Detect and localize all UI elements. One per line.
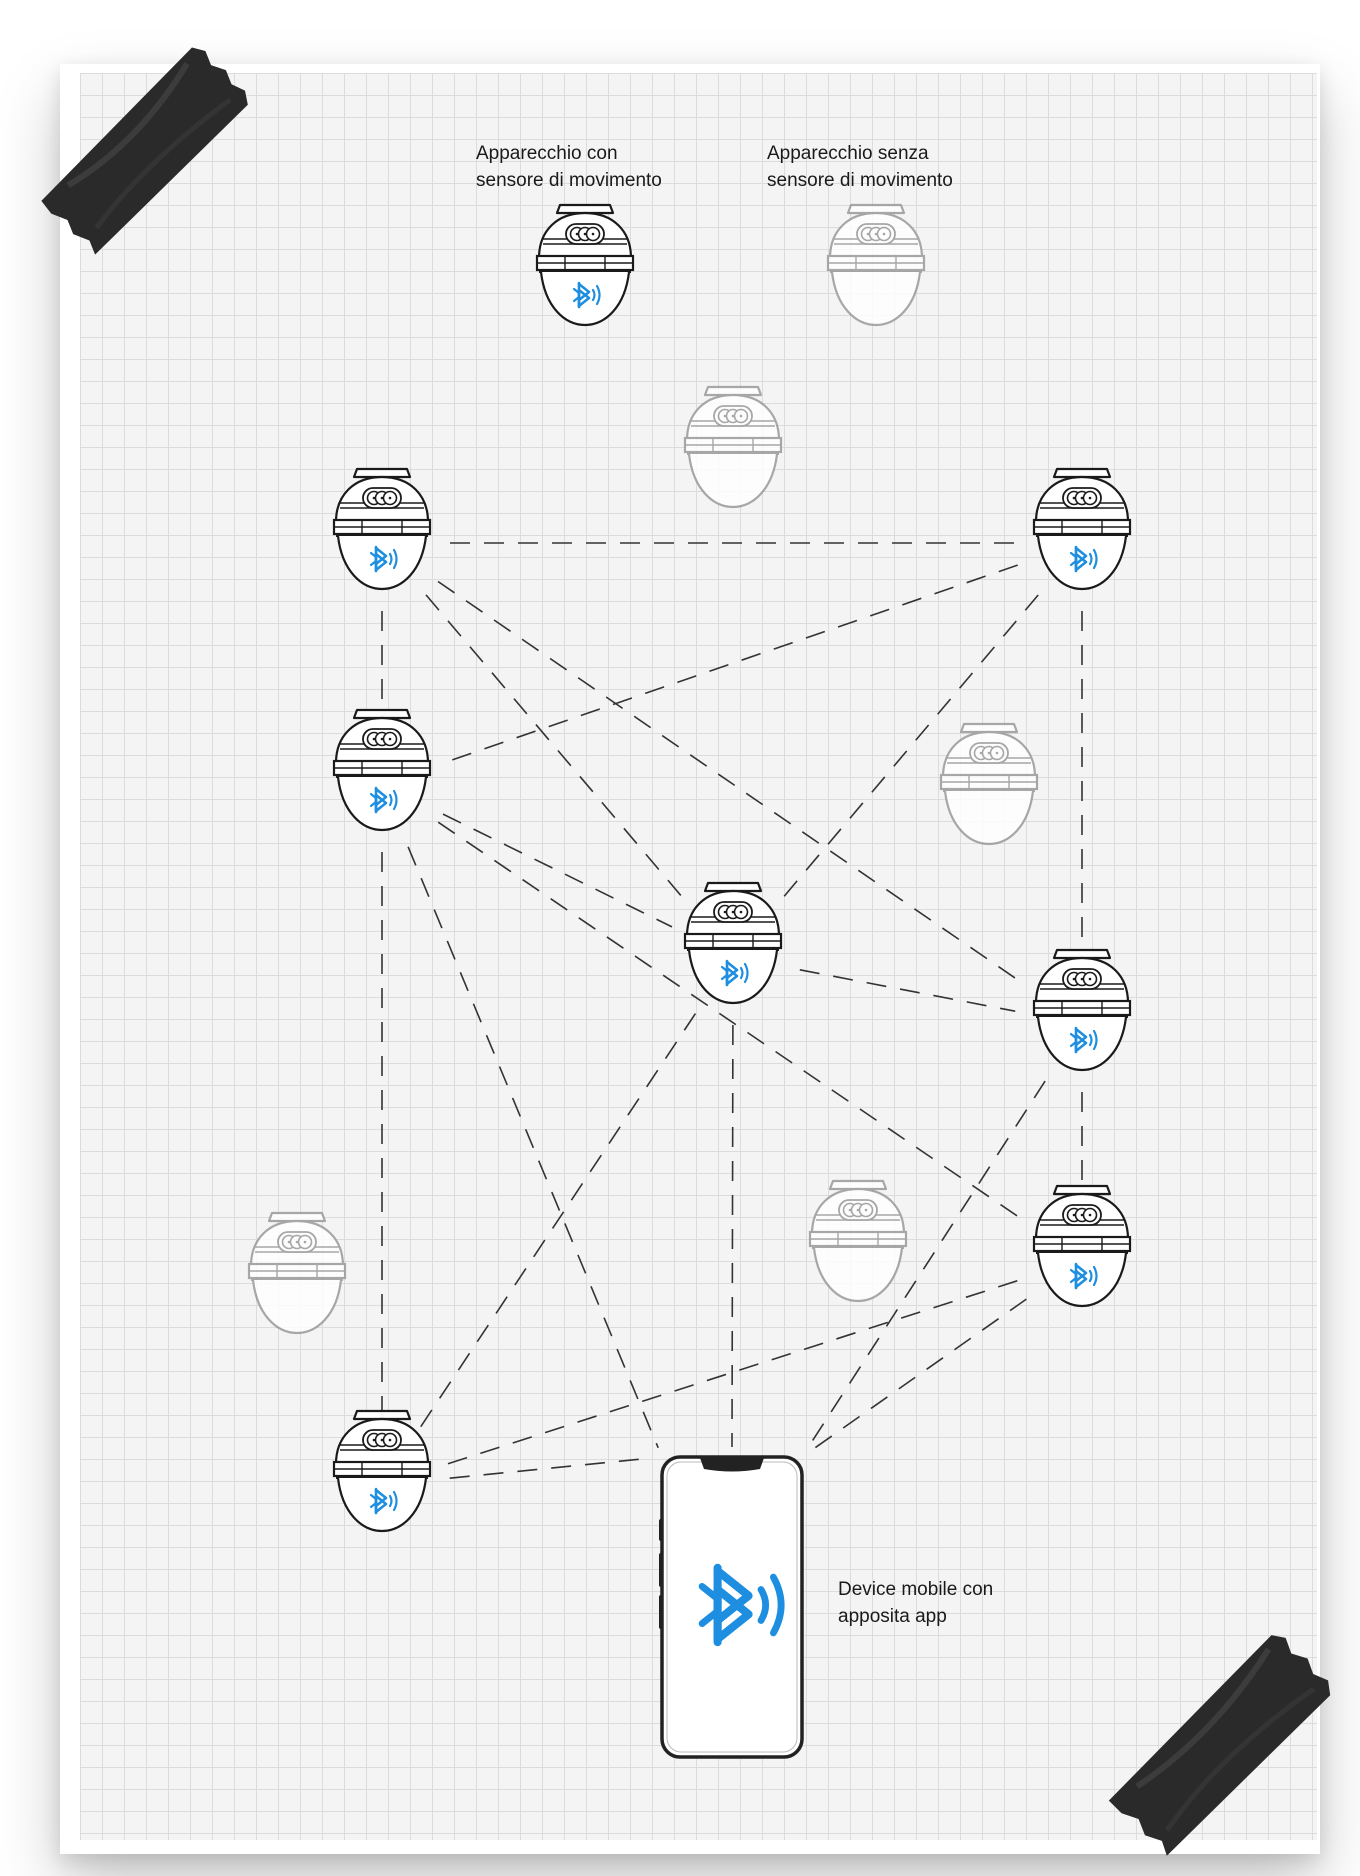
motion-sensor-icon — [332, 1409, 432, 1533]
motion-sensor-icon — [808, 1179, 908, 1303]
mobile-device-label: Device mobile con apposita app — [838, 1579, 994, 1627]
legend-lamp-with-sensor — [535, 203, 635, 327]
motion-sensor-icon — [683, 385, 783, 509]
motion-sensor-icon — [1032, 467, 1132, 591]
lamp-without-sensor — [247, 1211, 347, 1335]
lamp-with-sensor — [1032, 948, 1132, 1072]
lamp-with-sensor — [683, 881, 783, 1005]
links-layer — [381, 542, 1083, 1479]
motion-sensor-icon — [1032, 948, 1132, 1072]
lamp-with-sensor — [332, 467, 432, 591]
mesh-link — [418, 1013, 697, 1429]
lamp-with-sensor — [1032, 467, 1132, 591]
motion-sensor-icon — [247, 1211, 347, 1335]
legend-lamp-without-sensor — [826, 203, 926, 327]
motion-sensor-icon — [939, 722, 1039, 846]
mesh-link — [799, 969, 1016, 1012]
mesh-link — [425, 594, 690, 906]
lamp-without-sensor — [939, 722, 1039, 846]
legend-label-with-sensor: Apparecchio con sensore di movimento — [476, 143, 662, 191]
motion-sensor-icon — [826, 203, 926, 327]
nodes-layer — [247, 203, 1132, 1759]
lamp-with-sensor — [1032, 1184, 1132, 1308]
lamp-without-sensor — [683, 385, 783, 509]
mesh-link — [446, 564, 1018, 763]
mesh-link — [806, 1080, 1046, 1450]
motion-sensor-icon — [332, 467, 432, 591]
legend-label-without-sensor: Apparecchio senza sensore di movimento — [767, 143, 953, 191]
lamp-with-sensor — [332, 1409, 432, 1533]
smartphone-icon — [659, 1455, 804, 1759]
motion-sensor-icon — [683, 881, 783, 1005]
mesh-link — [437, 821, 1027, 1223]
motion-sensor-icon — [535, 203, 635, 327]
mesh-link — [731, 1024, 734, 1448]
lamp-without-sensor — [808, 1179, 908, 1303]
mesh-link — [407, 846, 659, 1449]
mesh-link — [449, 1457, 653, 1479]
mesh-link — [437, 580, 1027, 987]
mesh-link — [809, 1298, 1027, 1452]
motion-sensor-icon — [1032, 1184, 1132, 1308]
mesh-link — [442, 813, 673, 928]
motion-sensor-icon — [332, 708, 432, 832]
lamp-with-sensor — [332, 708, 432, 832]
